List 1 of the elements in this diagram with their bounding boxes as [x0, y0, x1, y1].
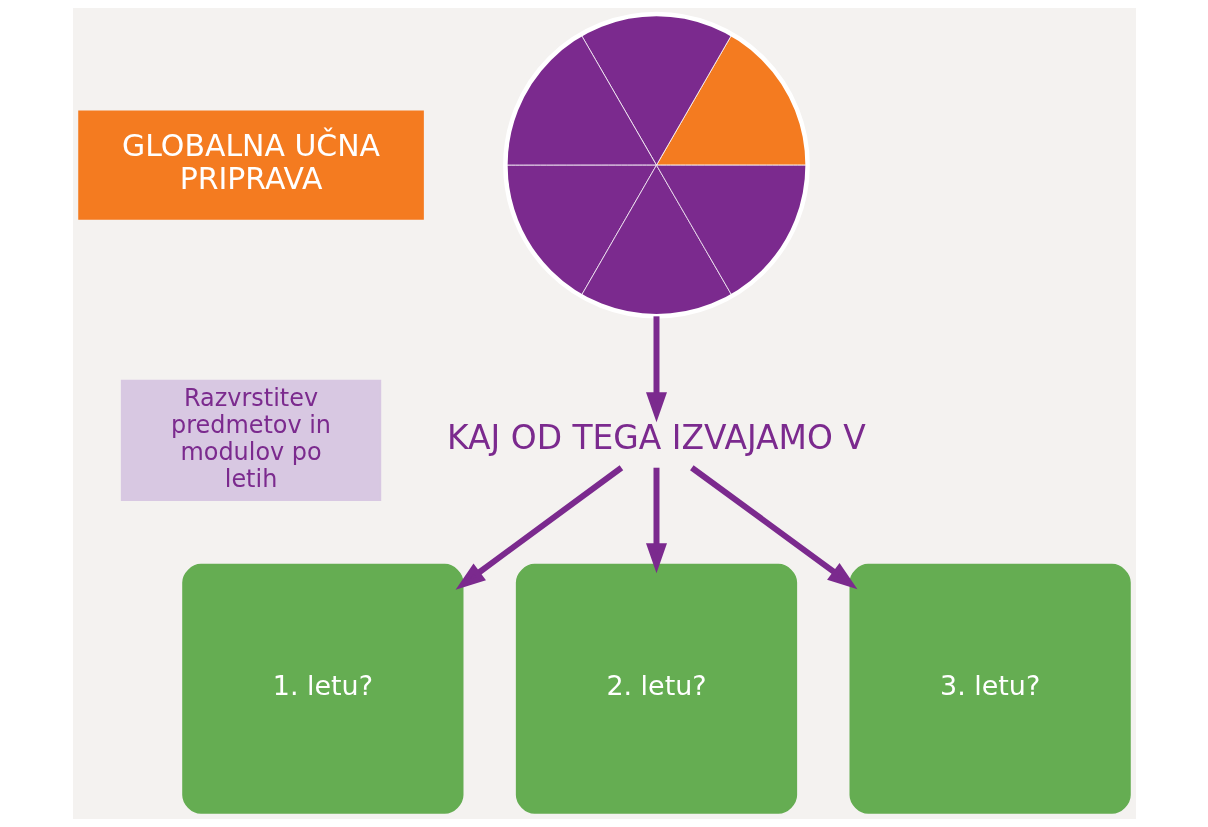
node-text: KAJ OD TEGA IZVAJAMO V [446, 417, 866, 457]
